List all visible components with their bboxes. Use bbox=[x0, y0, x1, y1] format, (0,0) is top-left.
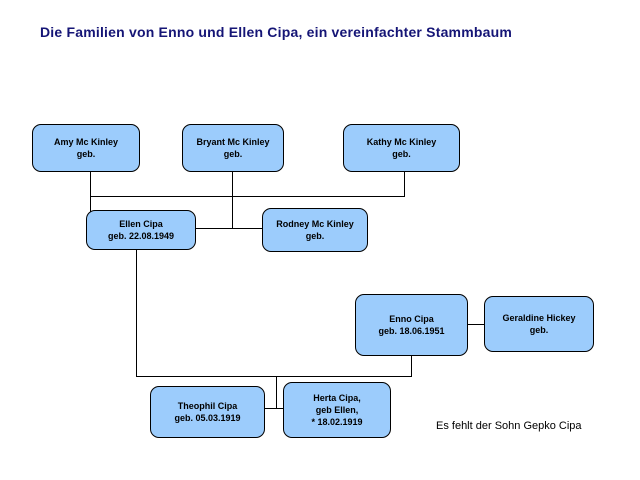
node-line: Enno Cipa bbox=[389, 314, 434, 324]
node-line: Rodney Mc Kinley bbox=[276, 219, 354, 229]
node-line: geb. bbox=[529, 325, 549, 335]
node-kathy-mc-kinley[interactable]: Kathy Mc Kinley geb. bbox=[343, 124, 460, 172]
node-line: geb. 05.03.1919 bbox=[174, 413, 241, 423]
node-line: Herta Cipa, bbox=[313, 393, 361, 403]
connector-theophil-herta-marriage bbox=[264, 408, 284, 409]
node-bryant-mc-kinley[interactable]: Bryant Mc Kinley geb. bbox=[182, 124, 284, 172]
node-enno-cipa[interactable]: Enno Cipa geb. 18.06.1951 bbox=[355, 294, 468, 356]
node-line: geb. bbox=[305, 231, 325, 241]
node-amy-mc-kinley[interactable]: Amy Mc Kinley geb. bbox=[32, 124, 140, 172]
node-line: Bryant Mc Kinley bbox=[196, 137, 270, 147]
connector-ellen-rodney-marriage bbox=[196, 228, 263, 229]
node-line: Theophil Cipa bbox=[177, 401, 238, 411]
node-herta-cipa[interactable]: Herta Cipa, geb Ellen, * 18.02.1919 bbox=[283, 382, 391, 438]
connector-bar-to-marriage bbox=[232, 196, 233, 229]
connector-amy-down bbox=[90, 172, 91, 197]
node-rodney-mc-kinley[interactable]: Rodney Mc Kinley geb. bbox=[262, 208, 368, 252]
connector-ellen-down bbox=[136, 250, 137, 377]
node-line: geb. bbox=[223, 149, 243, 159]
node-line: geb. bbox=[392, 149, 411, 159]
node-line: Geraldine Hickey bbox=[502, 313, 576, 323]
connector-children-bar bbox=[136, 376, 412, 377]
connector-bar-to-ellen bbox=[90, 196, 91, 212]
connector-kathy-down bbox=[404, 172, 405, 197]
node-line: geb. 22.08.1949 bbox=[107, 231, 175, 241]
node-geraldine-hickey[interactable]: Geraldine Hickey geb. bbox=[484, 296, 594, 352]
node-theophil-cipa[interactable]: Theophil Cipa geb. 05.03.1919 bbox=[150, 386, 265, 438]
connector-bar-to-theophil-herta bbox=[276, 376, 277, 409]
connector-generation1-bar bbox=[90, 196, 405, 197]
node-line: * 18.02.1919 bbox=[311, 417, 363, 427]
missing-son-note: Es fehlt der Sohn Gepko Cipa bbox=[436, 420, 582, 432]
connector-enno-geraldine-marriage bbox=[468, 324, 484, 325]
node-line: geb. bbox=[76, 149, 96, 159]
node-ellen-cipa[interactable]: Ellen Cipa geb. 22.08.1949 bbox=[86, 210, 196, 250]
connector-enno-down bbox=[411, 356, 412, 377]
connector-bryant-down bbox=[232, 172, 233, 197]
node-line: Ellen Cipa bbox=[119, 219, 163, 229]
node-line: geb. 18.06.1951 bbox=[378, 326, 445, 336]
node-line: Kathy Mc Kinley bbox=[366, 137, 437, 147]
chart-title: Die Familien von Enno und Ellen Cipa, ei… bbox=[40, 24, 512, 40]
node-line: Amy Mc Kinley bbox=[53, 137, 119, 147]
node-line: geb Ellen, bbox=[315, 405, 359, 415]
